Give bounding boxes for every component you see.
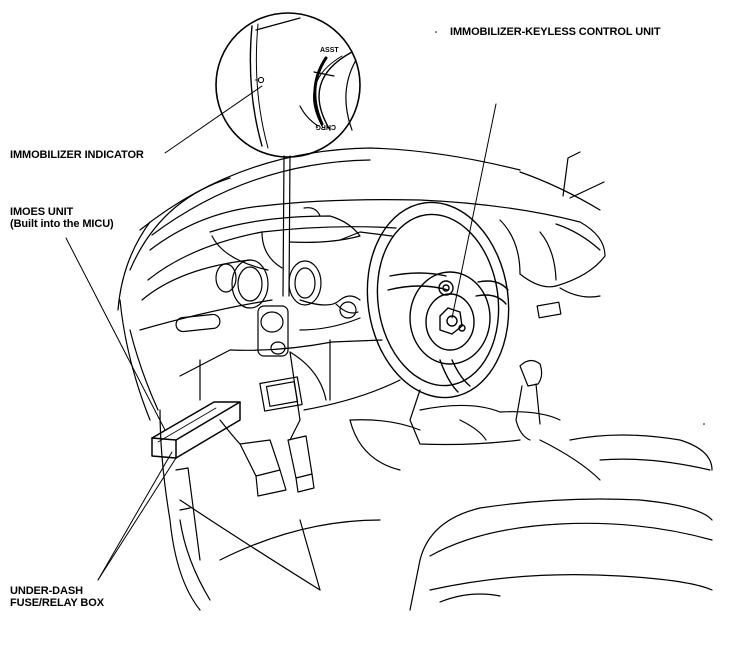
imoes-unit-subtitle: (Built into the MICU) (10, 218, 114, 230)
driver-seat (409, 434, 713, 611)
callout-leaders (65, 85, 497, 581)
immobilizer-control-unit-label: IMMOBILIZER-KEYLESS CONTROL UNIT (450, 26, 661, 38)
left-vents (175, 259, 322, 357)
pedals-and-floor (179, 419, 421, 591)
under-dash-fuse-box-label: UNDER-DASH FUSE/RELAY BOX (10, 585, 104, 609)
windshield-outline (117, 147, 605, 311)
fuse-relay-box (151, 401, 241, 459)
center-console (179, 231, 601, 481)
steering-wheel (366, 201, 510, 399)
magnifier-leader-lines (282, 155, 291, 297)
imoes-unit-title: IMOES UNIT (10, 206, 74, 218)
lower-left-panel (119, 299, 211, 611)
imoes-unit-label: IMOES UNIT (Built into the MICU) (10, 206, 114, 230)
dashboard-panel (139, 199, 606, 331)
gauge-asst-label: ASST (320, 47, 339, 54)
immobilizer-indicator-label: IMMOBILIZER INDICATOR (10, 149, 144, 161)
under-dash-line1: UNDER-DASH (10, 585, 83, 597)
gauge-chrg-label: CHRG (315, 123, 336, 130)
under-dash-line2: FUSE/RELAY BOX (10, 597, 104, 609)
indicator-detail-magnifier: ASST CHRG (215, 12, 361, 158)
steering-column (299, 295, 361, 401)
